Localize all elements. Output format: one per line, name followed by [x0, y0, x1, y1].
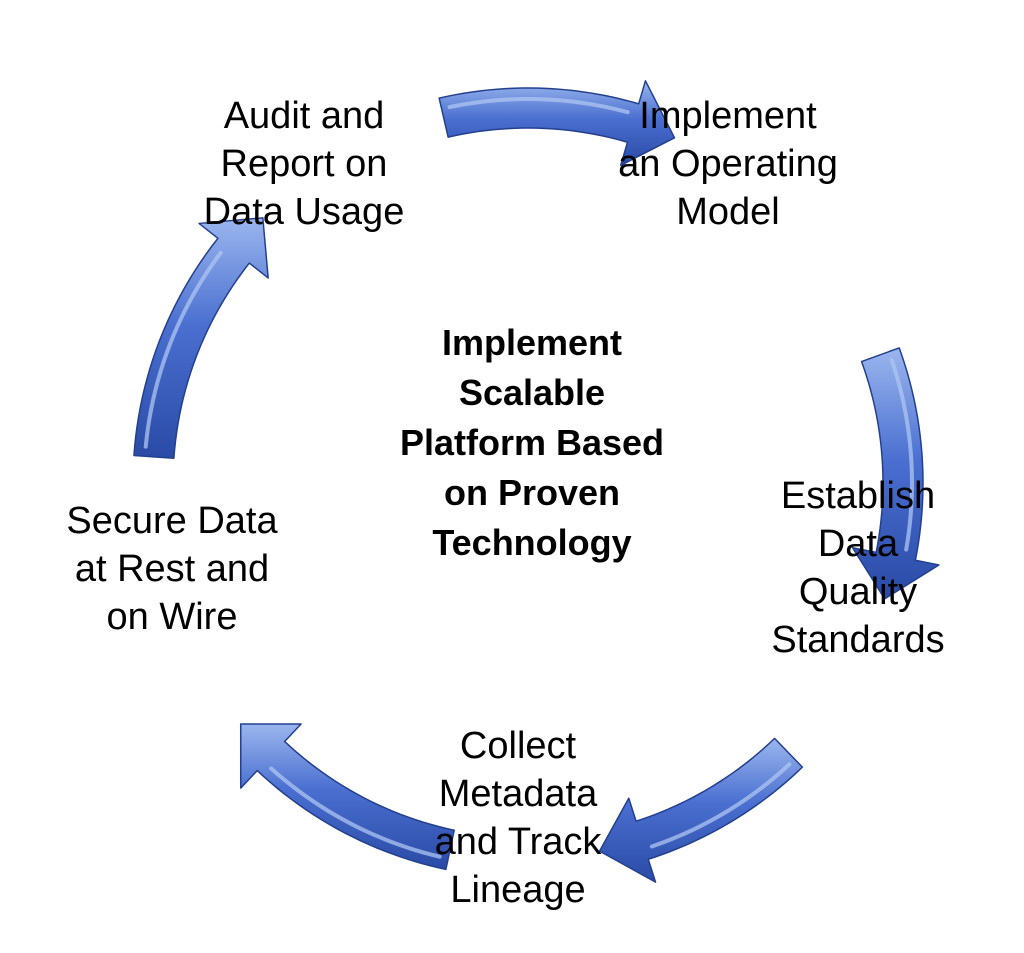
arrow-secure-to-audit	[133, 217, 269, 459]
step-establish-data-quality: Establish Data Quality Standards	[771, 475, 945, 661]
arrow-body	[133, 217, 269, 459]
arrow-highlight	[447, 97, 630, 115]
arrow-body	[239, 723, 455, 871]
arrow-highlight	[269, 766, 442, 859]
step-secure-data: Secure Data at Rest and on Wire	[66, 500, 278, 638]
step-implement-operating-model: Implement an Operating Model	[618, 95, 838, 233]
arrow-quality-to-metadata	[598, 737, 804, 883]
arrow-highlight	[649, 762, 792, 849]
arrow-operating-to-quality	[851, 347, 940, 600]
arrow-highlight	[889, 357, 914, 552]
center-title: Implement Scalable Platform Based on Pro…	[399, 322, 665, 563]
arrow-highlight	[143, 250, 223, 449]
step-audit-report: Audit and Report on Data Usage	[203, 95, 405, 233]
arrow-audit-to-operating	[438, 80, 676, 167]
arrow-metadata-to-secure	[239, 723, 455, 871]
step-collect-metadata: Collect Metadata and Track Lineage	[434, 725, 602, 911]
arrow-body	[851, 347, 940, 600]
